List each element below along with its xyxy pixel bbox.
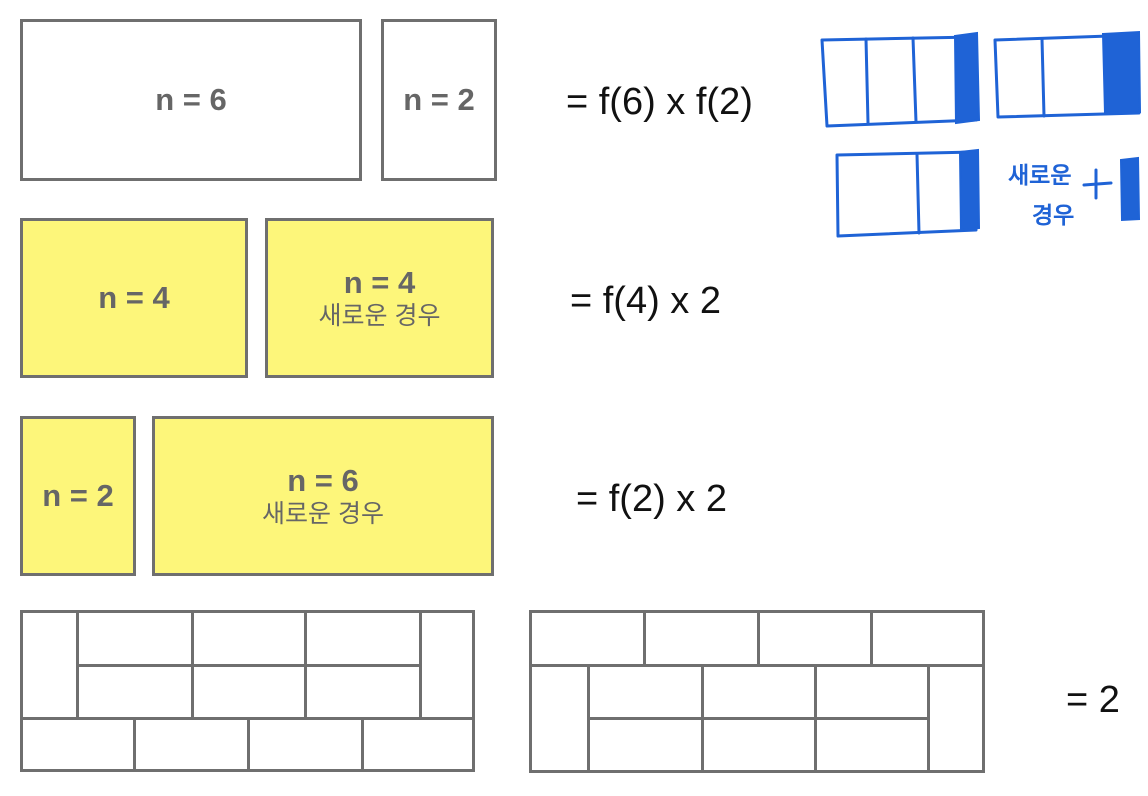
box-n4-row2: n = 4 xyxy=(20,218,248,378)
box-n2-row1: n = 2 xyxy=(381,19,497,181)
equation-row3: = f(2) x 2 xyxy=(576,478,727,520)
box-label: n = 6 xyxy=(287,463,359,498)
box-n2-row3: n = 2 xyxy=(20,416,136,576)
equation-row1: = f(6) x f(2) xyxy=(566,81,753,123)
tiling-pattern-left xyxy=(20,610,475,772)
tiling-pattern-right xyxy=(529,610,985,773)
sketch-note-line1: 새로운 xyxy=(1008,163,1071,189)
box-sublabel: 새로운 경우 xyxy=(262,500,384,528)
box-n6-new-case-row3: n = 6 새로운 경우 xyxy=(152,416,494,576)
equation-row2: = f(4) x 2 xyxy=(570,280,721,322)
equation-row4: = 2 xyxy=(1066,679,1120,721)
hand-drawn-sketch: 새로운 경우 + xyxy=(820,30,1142,238)
box-label: n = 6 xyxy=(155,82,227,117)
box-n4-new-case-row2: n = 4 새로운 경우 xyxy=(265,218,494,378)
sketch-note-line2: 경우 xyxy=(1032,203,1074,229)
box-n6-row1: n = 6 xyxy=(20,19,362,181)
box-label: n = 4 xyxy=(98,280,170,315)
box-label: n = 4 xyxy=(343,265,416,300)
box-label: n = 2 xyxy=(42,478,114,513)
box-label: n = 2 xyxy=(403,82,475,117)
box-sublabel: 새로운 경우 xyxy=(318,302,441,330)
